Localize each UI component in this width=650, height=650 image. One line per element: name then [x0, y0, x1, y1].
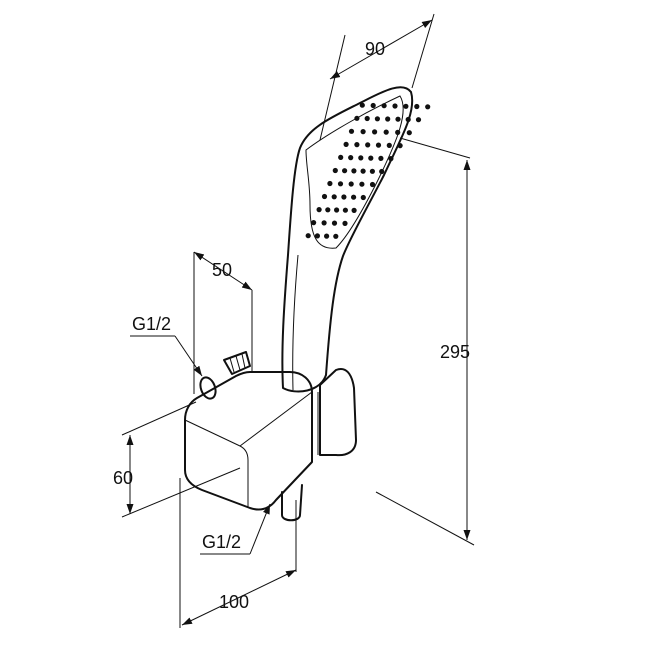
nozzle-dot [341, 194, 347, 200]
thread-label-upper: G1/2 [130, 314, 203, 377]
nozzle-dot [338, 154, 344, 160]
nozzle-dot [369, 181, 376, 188]
nozzle-dot [348, 181, 354, 187]
nozzle-dot [351, 168, 357, 174]
nozzle-dot [360, 129, 366, 135]
nozzle-dot [358, 155, 364, 161]
wall-bracket [184, 351, 357, 522]
nozzle-dot [388, 156, 394, 162]
hand-shower [281, 86, 431, 393]
hand-shower-outline [281, 86, 414, 393]
dim-50-label: 50 [212, 260, 232, 280]
nozzle-dot [425, 104, 431, 110]
nozzle-dot [379, 168, 385, 175]
lower-outlet-pipe [281, 484, 303, 522]
nozzle-dot [386, 142, 392, 148]
nozzle-dot [324, 233, 330, 239]
nozzle-dot [343, 141, 349, 147]
dimension-90: 90 [319, 13, 435, 141]
handle-edge-line [292, 254, 299, 391]
nozzle-dot [334, 207, 340, 213]
nozzle-dot [385, 116, 391, 122]
nozzle-dot [342, 168, 348, 174]
upper-connector [199, 376, 217, 400]
bracket-block [184, 371, 313, 511]
dim-90-label: 90 [365, 39, 385, 59]
holder-clip [319, 368, 357, 457]
nozzle-dot [405, 116, 411, 123]
nozzle-dot [321, 193, 328, 200]
nozzle-dot [369, 168, 375, 174]
nozzle-dot [395, 129, 401, 135]
nozzle-dot [383, 129, 389, 135]
nozzle-dot [342, 220, 348, 226]
nozzle-dot [348, 128, 355, 134]
thread-label-lower: G1/2 [200, 503, 271, 555]
dim-295-label: 295 [440, 342, 470, 362]
bracket-top-edge [239, 391, 313, 447]
nozzle-dot [397, 143, 403, 149]
thread-upper-label: G1/2 [132, 314, 171, 334]
nozzle-dot [321, 220, 327, 226]
nozzle-dot [311, 220, 317, 226]
nozzle-dot [395, 116, 401, 122]
nozzle-dot [331, 194, 337, 200]
nozzle-dot [348, 155, 354, 161]
upper-thread-pipe [223, 351, 251, 375]
dim-60-label: 60 [113, 468, 133, 488]
nozzle-dot [331, 220, 338, 226]
nozzle-dot [359, 102, 365, 108]
dimension-100: 100 [179, 478, 297, 628]
nozzle-dot [351, 194, 357, 200]
nozzle-grid [305, 102, 431, 239]
nozzle-dot [368, 155, 374, 161]
dim-100-label: 100 [219, 592, 249, 612]
nozzle-dot [415, 117, 422, 123]
nozzle-dot [381, 103, 387, 109]
nozzle-dot [365, 142, 371, 148]
nozzle-dot [375, 142, 382, 148]
nozzle-dot [354, 142, 360, 148]
dimension-50: 50 [193, 251, 253, 394]
nozzle-dot [364, 115, 370, 122]
nozzle-dot [316, 207, 322, 213]
nozzle-dot [370, 102, 376, 109]
nozzle-dot [374, 116, 380, 122]
nozzle-dot [392, 103, 398, 109]
nozzle-dot [354, 115, 360, 121]
nozzle-dot [360, 168, 366, 174]
nozzle-dot [378, 155, 384, 161]
nozzle-dot [359, 181, 365, 187]
nozzle-dot [351, 207, 357, 213]
nozzle-dot [327, 180, 333, 187]
dimension-60: 60 [113, 401, 241, 518]
nozzle-dot [342, 207, 348, 213]
nozzle-dot [406, 130, 412, 136]
nozzle-dot [305, 233, 311, 239]
dimension-295: 295 [375, 137, 475, 546]
nozzle-dot [314, 233, 320, 239]
shower-face-outline [305, 95, 404, 249]
nozzle-dot [337, 181, 344, 187]
nozzle-dot [332, 167, 338, 174]
thread-lower-label: G1/2 [202, 532, 241, 552]
nozzle-dot [360, 194, 366, 201]
nozzle-dot [333, 233, 339, 239]
nozzle-dot [403, 103, 409, 109]
nozzle-dot [325, 207, 331, 213]
nozzle-dot [414, 103, 420, 110]
nozzle-dot [372, 129, 378, 135]
